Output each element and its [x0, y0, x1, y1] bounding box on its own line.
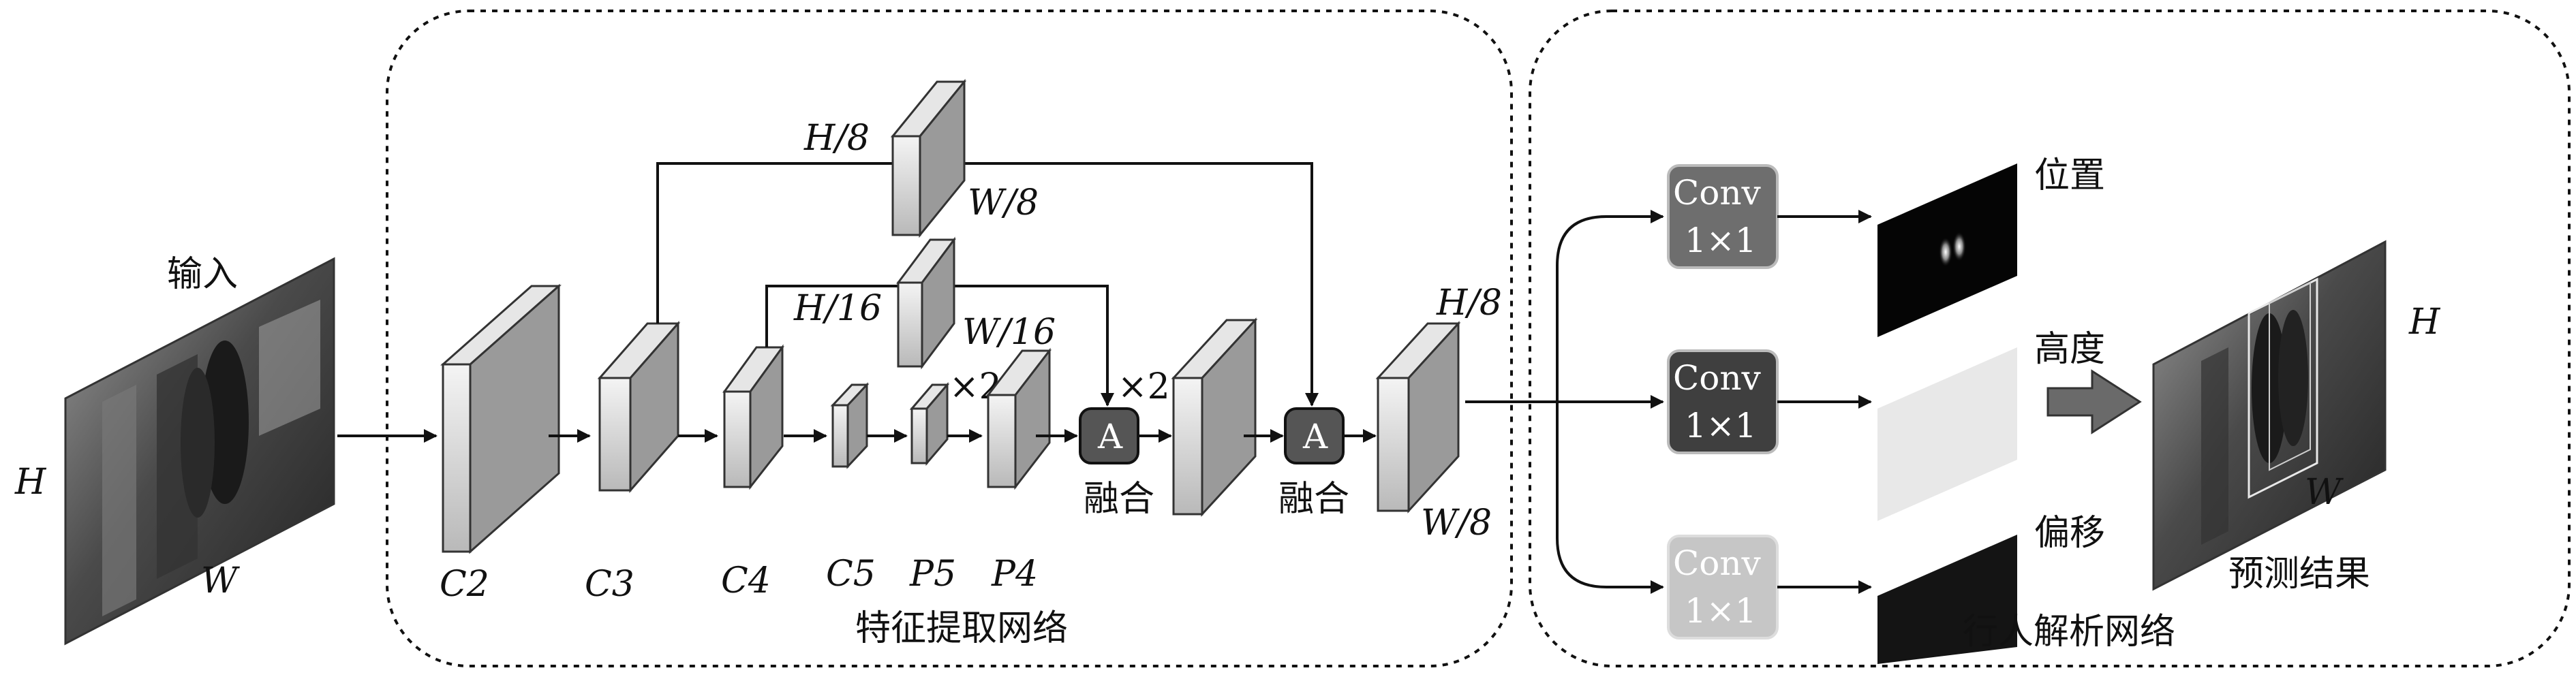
c3-label: C3	[585, 564, 634, 605]
offset-output-label: 偏移	[2034, 513, 2105, 554]
input-image	[64, 257, 335, 646]
middle-branch-block	[896, 236, 956, 370]
c2-block	[440, 283, 562, 554]
result-h-label: H	[2408, 302, 2441, 343]
offset-map	[1877, 535, 2017, 664]
feature-extraction-title: 特征提取网络	[855, 608, 1068, 649]
result-w-label: W	[2305, 472, 2344, 513]
c3-block	[597, 321, 681, 493]
c5-label: C5	[826, 554, 876, 595]
top-branch-w-label: W/8	[968, 183, 1039, 223]
skip-connection-top	[656, 162, 1319, 407]
conv-offset-name: Conv	[1673, 543, 1762, 583]
fusion-1-label: 融合	[1084, 479, 1154, 520]
top-branch-h-label: H/8	[803, 118, 870, 159]
prediction-result-image	[2152, 240, 2387, 591]
conv-height-name: Conv	[1673, 358, 1762, 398]
pedestrian-parsing-title: 行人解析网络	[1963, 612, 2175, 652]
position-heatmap	[1877, 163, 2017, 337]
p4-label: P4	[991, 554, 1038, 595]
conv-offset-kernel: 1×1	[1685, 591, 1757, 631]
fusion-1-output-block	[1171, 317, 1258, 517]
output-h-label: H/8	[1436, 283, 1502, 323]
pedestrian-parsing-group	[1529, 10, 2571, 667]
result-arrow	[2046, 369, 2142, 435]
conv-position-name: Conv	[1673, 173, 1762, 212]
height-map	[1877, 347, 2017, 521]
fusion-2-label: 融合	[1278, 479, 1349, 520]
conv-position-kernel: 1×1	[1685, 221, 1757, 260]
branch-to-offset	[1556, 402, 1664, 594]
prediction-result-title: 预测结果	[2228, 554, 2370, 595]
position-output-label: 位置	[2034, 155, 2105, 196]
c4-label: C4	[721, 560, 771, 601]
output-w-label: W/8	[1421, 503, 1492, 543]
input-h-label: H	[14, 462, 47, 503]
branch-to-position	[1556, 210, 1664, 402]
top-branch-block	[890, 78, 967, 238]
height-output-label: 高度	[2034, 329, 2105, 370]
c4-block	[722, 344, 784, 490]
fusion-2-node	[1284, 407, 1345, 464]
fusion-2-symbol: A	[1302, 417, 1328, 456]
extraction-output-block	[1375, 321, 1461, 514]
upsample-fusion1-label: ×2	[1118, 366, 1170, 407]
input-w-label: W	[201, 560, 240, 601]
c5-block	[830, 382, 870, 469]
p5-block	[909, 381, 950, 467]
c2-label: C2	[440, 564, 489, 605]
p5-label: P5	[909, 554, 956, 595]
input-title: 输入	[167, 254, 238, 295]
middle-branch-h-label: H/16	[793, 288, 882, 329]
middle-branch-w-label: W/16	[962, 312, 1056, 353]
feature-extraction-group	[386, 10, 1513, 667]
fusion-1-symbol: A	[1097, 417, 1123, 456]
conv-height-kernel: 1×1	[1685, 406, 1757, 445]
p4-block	[985, 347, 1052, 490]
